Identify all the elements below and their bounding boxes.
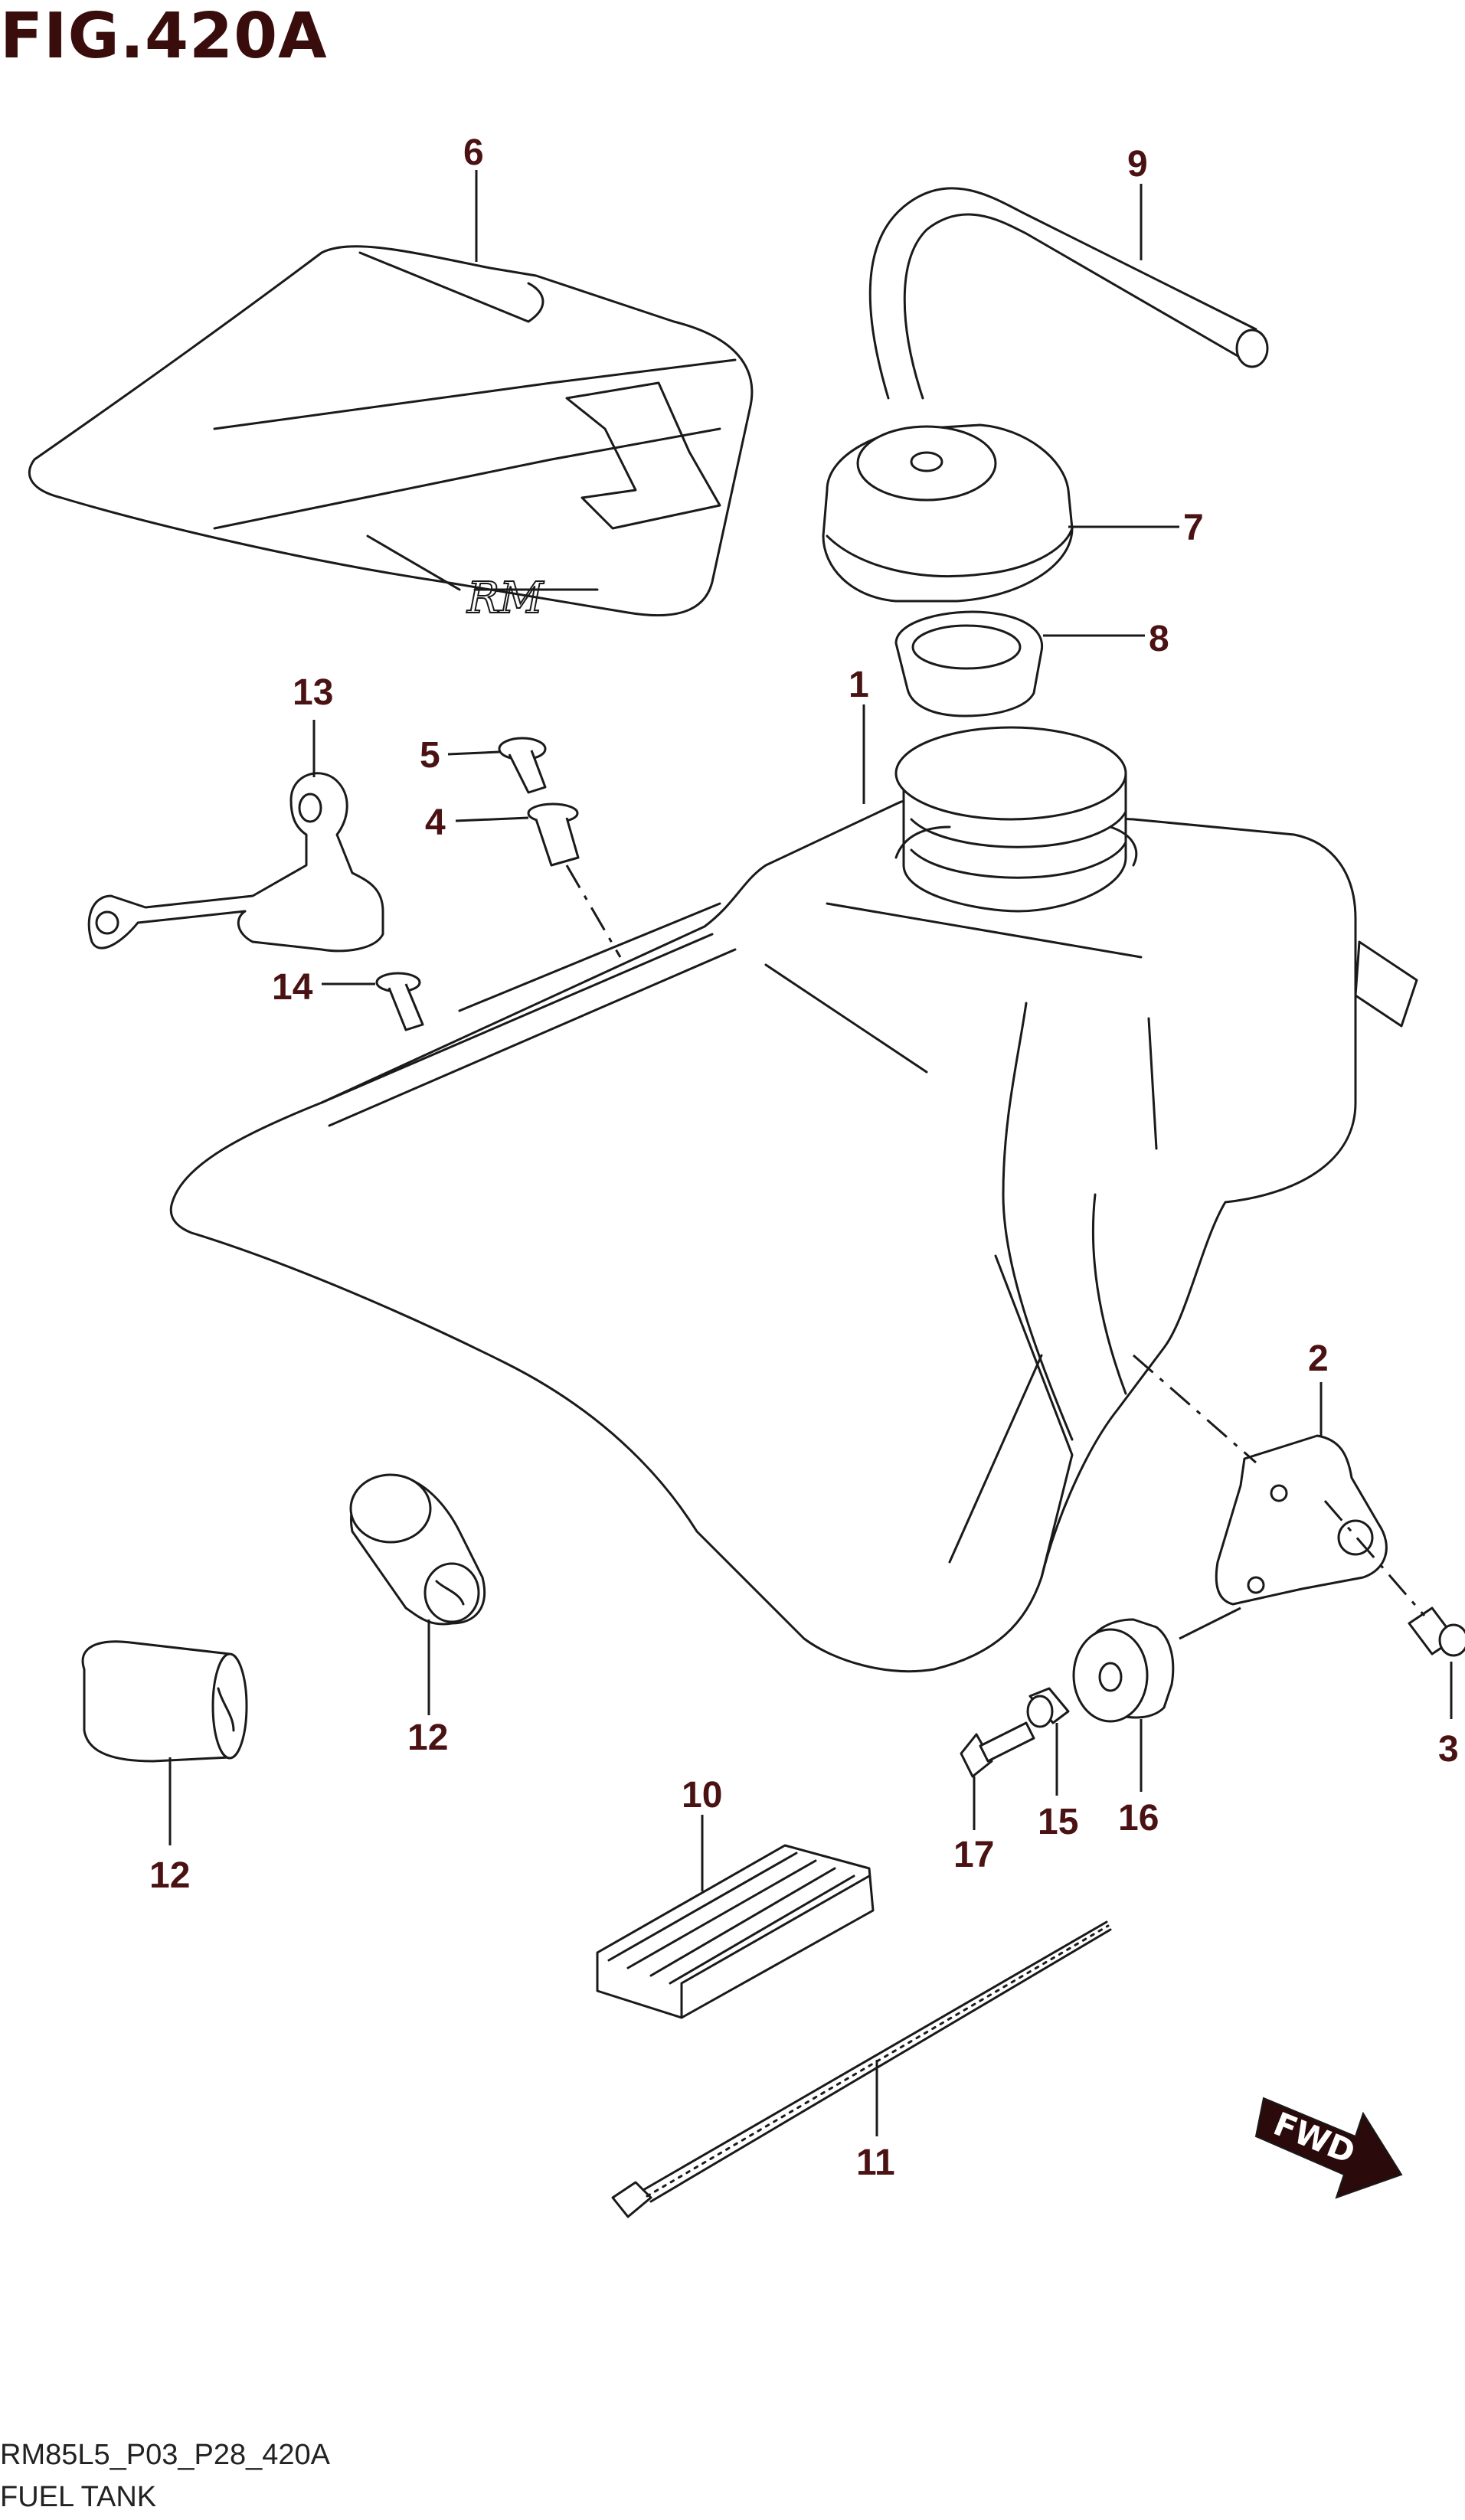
callout-10: 10 [682,1775,722,1816]
part-cushion-12a [349,1473,486,1626]
callout-2: 2 [1308,1338,1329,1379]
part-bracket-13 [87,772,384,953]
callout-9: 9 [1127,144,1148,185]
part-bolt-17 [960,1721,1035,1778]
callout-3: 3 [1438,1729,1459,1770]
callout-17: 17 [953,1835,994,1875]
assembly-line-16 [1179,1606,1241,1640]
callout-11: 11 [856,2142,895,2183]
part-pad-10 [596,1844,875,2019]
callout-14: 14 [272,967,313,1008]
callout-13: 13 [293,672,333,713]
callout-6: 6 [463,132,484,173]
assembly-line-4 [565,865,622,958]
figure-title: FIG.420A [0,0,328,73]
part-collar [527,802,580,867]
part-rear-bracket [1215,1434,1388,1606]
part-fuel-cap [822,423,1074,603]
callout-5: 5 [420,735,440,776]
fwd-direction-arrow: FWD [1254,2097,1403,2199]
part-decal-shroud: RM [28,245,754,624]
part-fuel-tank [169,726,1418,1673]
callout-8: 8 [1149,619,1169,659]
assembly-line-3 [1323,1500,1426,1616]
part-cap-gasket [894,610,1044,717]
callout-4: 4 [425,802,446,843]
part-bolt-5 [498,737,547,794]
callout-7: 7 [1183,508,1204,548]
part-cushion-12b [81,1640,248,1763]
callout-1: 1 [849,665,869,705]
svg-text:RM: RM [466,574,544,623]
callout-15: 15 [1038,1802,1078,1842]
part-screw-14 [375,972,424,1031]
assembly-line-2 [1133,1354,1257,1464]
part-breather-hose [868,187,1269,400]
figure-caption: FUEL TANK [0,2481,157,2513]
callout-12a: 12 [407,1718,448,1758]
reference-code: RM85L5_P03_P28_420A [0,2439,331,2471]
leader-5 [447,750,500,756]
leader-4 [455,816,529,822]
part-spacer-15 [1026,1687,1070,1728]
part-cushion-16 [1072,1618,1175,1723]
callout-16: 16 [1118,1798,1159,1839]
part-bolt-3 [1408,1606,1465,1657]
callout-12b: 12 [149,1855,190,1896]
